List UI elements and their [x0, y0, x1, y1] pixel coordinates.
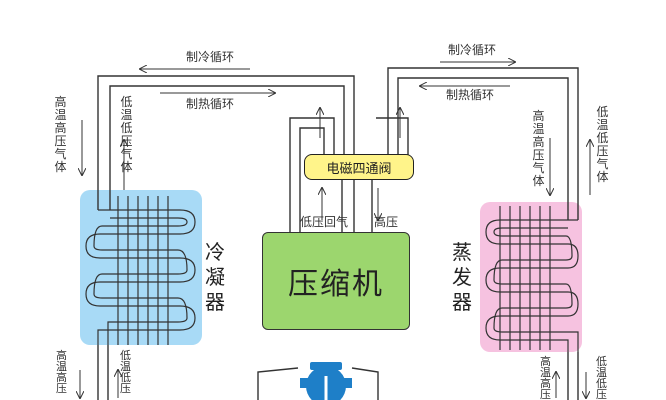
low-pressure-return-label: 低压回气: [300, 215, 349, 229]
bottom-loop-right: [351, 367, 379, 400]
high-pressure-label: 高压: [374, 215, 399, 229]
left-top-outer-label: 高温高压气体: [54, 95, 67, 174]
expansion-valve: [300, 362, 352, 400]
left-inner-pipe: [109, 85, 345, 210]
right-top-inner-label: 高温高压气体: [532, 109, 545, 188]
cool-cycle-label-left: 制冷循环: [186, 50, 235, 64]
condenser-block: [80, 190, 202, 345]
bottom-loop: [257, 367, 299, 400]
heat-cycle-label-left: 制热循环: [186, 97, 235, 111]
right-bottom-inner-label: 高温高压: [540, 355, 551, 400]
condenser-label: 冷凝器: [205, 240, 225, 314]
heat-cycle-label-right: 制热循环: [446, 88, 495, 102]
left-top-inner-label: 低温低压气体: [120, 95, 133, 174]
left-outer-pipe: [97, 75, 355, 210]
evaporator-block: [480, 202, 582, 352]
compressor: 压缩机: [262, 232, 410, 330]
evaporator-coil: [485, 206, 579, 352]
right-bottom-outer-label: 低温低压: [596, 355, 607, 400]
left-bottom-outer-label: 高温高压: [56, 349, 67, 395]
valve-side-loop-inner: [299, 127, 325, 232]
right-top-outer-label: 低温低压气体: [596, 105, 609, 184]
valve-right-loop: [376, 117, 409, 158]
valve-side-loop: [289, 117, 335, 232]
condenser-coil: [85, 196, 196, 345]
left-bottom-inner-label: 低温低压: [120, 349, 131, 395]
evaporator-label: 蒸发器: [452, 240, 472, 314]
four-way-valve: 电磁四通阀: [304, 154, 414, 180]
cool-cycle-label-right: 制冷循环: [448, 43, 497, 57]
right-outer-pipe: [387, 67, 579, 220]
